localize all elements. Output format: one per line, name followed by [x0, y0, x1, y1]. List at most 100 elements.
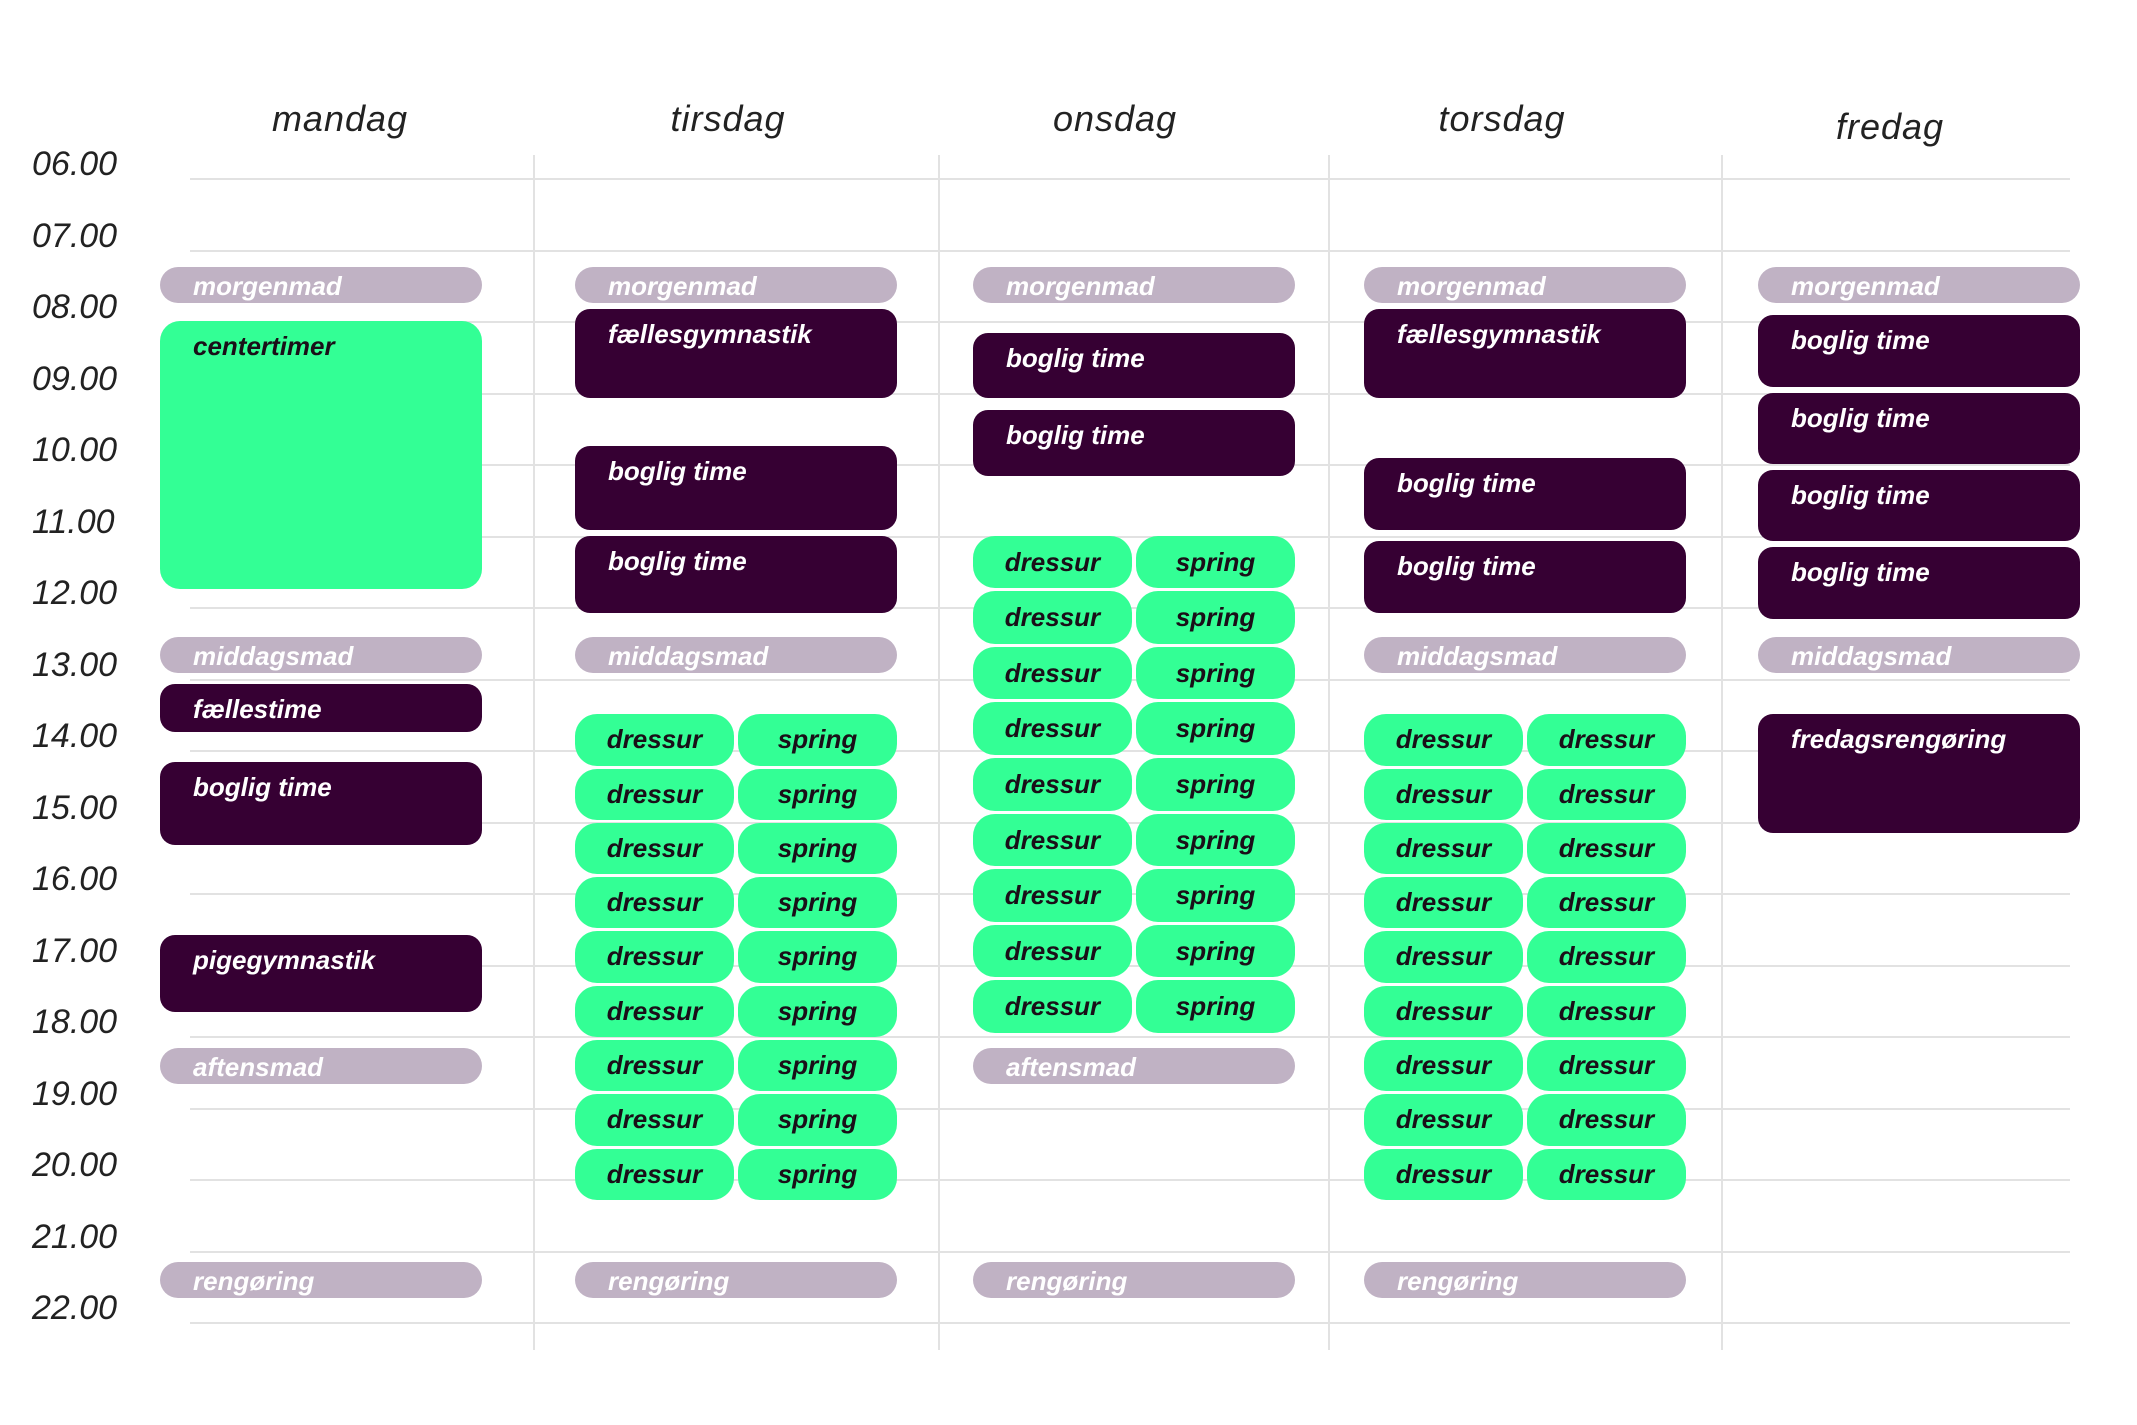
activity-spring[interactable]: spring	[1136, 813, 1295, 867]
event-boglig-time[interactable]: boglig time	[1758, 469, 2080, 542]
hour-gridline	[190, 750, 2070, 752]
event-boglig-time[interactable]: boglig time	[1364, 541, 1686, 613]
activity-spring[interactable]: spring	[738, 877, 897, 929]
activity-dressur[interactable]: dressur	[1527, 1039, 1686, 1092]
activity-spring[interactable]: spring	[1136, 591, 1295, 644]
event-middagsmad[interactable]: middagsmad	[1758, 636, 2080, 673]
day-separator	[1328, 155, 1330, 1350]
activity-dressur[interactable]: dressur	[973, 869, 1132, 922]
activity-dressur[interactable]: dressur	[973, 813, 1132, 867]
event-boglig-time[interactable]: boglig time	[1758, 547, 2080, 619]
activity-spring[interactable]: spring	[1136, 646, 1295, 700]
event-rengøring[interactable]: rengøring	[575, 1262, 897, 1299]
event-boglig-time[interactable]: boglig time	[575, 446, 897, 530]
activity-dressur[interactable]: dressur	[1527, 985, 1686, 1037]
activity-dressur[interactable]: dressur	[1364, 877, 1523, 929]
activity-dressur[interactable]: dressur	[575, 931, 734, 983]
activity-dressur[interactable]: dressur	[1527, 768, 1686, 820]
activity-dressur[interactable]: dressur	[973, 702, 1132, 755]
event-fællestime[interactable]: fællestime	[160, 684, 482, 733]
event-boglig-time[interactable]: boglig time	[973, 332, 1295, 399]
event-aftensmad[interactable]: aftensmad	[973, 1047, 1295, 1084]
activity-dressur[interactable]: dressur	[1527, 1148, 1686, 1200]
activity-spring[interactable]: spring	[738, 1039, 897, 1092]
activity-dressur[interactable]: dressur	[1364, 1148, 1523, 1200]
activity-dressur[interactable]: dressur	[575, 877, 734, 929]
activity-dressur[interactable]: dressur	[575, 1039, 734, 1092]
activity-dressur[interactable]: dressur	[575, 822, 734, 875]
activity-spring[interactable]: spring	[1136, 757, 1295, 811]
activity-dressur[interactable]: dressur	[1364, 1094, 1523, 1146]
event-boglig-time[interactable]: boglig time	[973, 410, 1295, 476]
event-fællesgymnastik[interactable]: fællesgymnastik	[1364, 309, 1686, 399]
activity-dressur[interactable]: dressur	[1364, 1039, 1523, 1092]
activity-spring[interactable]: spring	[1136, 924, 1295, 978]
activity-dressur[interactable]: dressur	[575, 768, 734, 820]
event-rengøring[interactable]: rengøring	[973, 1262, 1295, 1299]
activity-dressur[interactable]: dressur	[1527, 931, 1686, 983]
hour-gridline	[190, 964, 2070, 967]
event-morgenmad[interactable]: morgenmad	[1364, 267, 1686, 304]
activity-spring[interactable]: spring	[738, 822, 897, 875]
activity-dressur[interactable]: dressur	[575, 1094, 734, 1146]
event-morgenmad[interactable]: morgenmad	[160, 267, 482, 304]
event-pigegymnastik[interactable]: pigegymnastik	[160, 934, 482, 1013]
event-boglig-time[interactable]: boglig time	[1758, 392, 2080, 464]
event-boglig-time[interactable]: boglig time	[1758, 315, 2080, 387]
event-boglig-time[interactable]: boglig time	[575, 535, 897, 613]
activity-dressur[interactable]: dressur	[1527, 822, 1686, 875]
time-label: 14.00	[32, 717, 118, 755]
event-morgenmad[interactable]: morgenmad	[575, 267, 897, 304]
activity-dressur[interactable]: dressur	[575, 1148, 734, 1200]
activity-spring[interactable]: spring	[1136, 702, 1295, 755]
time-label: 18.00	[32, 1003, 118, 1041]
activity-dressur[interactable]: dressur	[973, 535, 1132, 589]
activity-dressur[interactable]: dressur	[1527, 877, 1686, 929]
activity-dressur[interactable]: dressur	[1364, 714, 1523, 766]
activity-dressur[interactable]: dressur	[575, 714, 734, 766]
activity-spring[interactable]: spring	[738, 931, 897, 983]
event-fredagsrengøring[interactable]: fredagsrengøring	[1758, 714, 2080, 834]
hour-gridline	[190, 1036, 2070, 1038]
activity-spring[interactable]: spring	[738, 1148, 897, 1200]
event-boglig-time[interactable]: boglig time	[160, 761, 482, 846]
time-label: 07.00	[32, 216, 118, 255]
activity-dressur[interactable]: dressur	[1364, 931, 1523, 983]
event-aftensmad[interactable]: aftensmad	[160, 1047, 482, 1084]
activity-dressur[interactable]: dressur	[973, 980, 1132, 1033]
event-rengøring[interactable]: rengøring	[1364, 1262, 1686, 1299]
activity-spring[interactable]: spring	[1136, 535, 1295, 589]
activity-spring[interactable]: spring	[1136, 869, 1295, 922]
activity-spring[interactable]: spring	[738, 714, 897, 766]
time-label: 08.00	[32, 288, 118, 326]
event-middagsmad[interactable]: middagsmad	[160, 636, 482, 673]
time-label: 15.00	[32, 788, 118, 827]
event-morgenmad[interactable]: morgenmad	[1758, 267, 2080, 304]
event-rengøring[interactable]: rengøring	[160, 1262, 482, 1299]
event-middagsmad[interactable]: middagsmad	[575, 636, 897, 673]
activity-dressur[interactable]: dressur	[1527, 714, 1686, 766]
event-middagsmad[interactable]: middagsmad	[1364, 636, 1686, 673]
activity-spring[interactable]: spring	[738, 1094, 897, 1146]
activity-dressur[interactable]: dressur	[575, 985, 734, 1037]
activity-dressur[interactable]: dressur	[973, 757, 1132, 811]
activity-dressur[interactable]: dressur	[1364, 822, 1523, 875]
activity-dressur[interactable]: dressur	[1364, 768, 1523, 820]
day-separator	[938, 155, 940, 1350]
hour-gridline	[190, 249, 2070, 252]
activity-spring[interactable]: spring	[738, 985, 897, 1037]
day-separator	[1721, 155, 1723, 1350]
event-boglig-time[interactable]: boglig time	[1364, 458, 1686, 530]
activity-dressur[interactable]: dressur	[973, 924, 1132, 978]
hour-gridline	[190, 1250, 2070, 1253]
activity-dressur[interactable]: dressur	[973, 646, 1132, 700]
activity-dressur[interactable]: dressur	[1364, 985, 1523, 1037]
activity-dressur[interactable]: dressur	[973, 591, 1132, 644]
activity-dressur[interactable]: dressur	[1527, 1094, 1686, 1146]
event-centertimer[interactable]: centertimer	[160, 321, 482, 590]
activity-spring[interactable]: spring	[1136, 980, 1295, 1033]
activity-spring[interactable]: spring	[738, 768, 897, 820]
event-fællesgymnastik[interactable]: fællesgymnastik	[575, 309, 897, 399]
event-morgenmad[interactable]: morgenmad	[973, 267, 1295, 304]
